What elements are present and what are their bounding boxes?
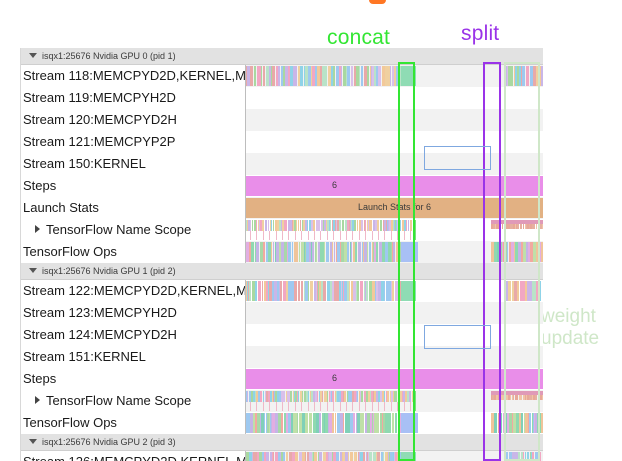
trace-row[interactable]: Stream 150:KERNELncclAllRed...: [21, 153, 543, 175]
trace-row-label[interactable]: Stream 123:MEMCPYH2D: [21, 302, 246, 324]
annotation-concat: concat: [327, 26, 391, 49]
chevron-down-icon[interactable]: [29, 439, 37, 444]
steps-bar-label: 6: [331, 373, 337, 383]
row-track[interactable]: [246, 390, 543, 412]
group-header-gpu-1[interactable]: isqx1:25676 Nvidia GPU 1 (pid 2): [21, 263, 543, 280]
chevron-down-icon[interactable]: [29, 268, 37, 273]
trace-row-label[interactable]: TensorFlow Name Scope: [21, 219, 246, 241]
chevron-down-icon[interactable]: [29, 53, 37, 58]
launch-stats-bar-label: Launch Stats for 6: [357, 202, 432, 212]
trace-row[interactable]: Stream 151:KERNELncclAllRed...: [21, 346, 543, 368]
group-header-label: isqx1:25676 Nvidia GPU 0 (pid 1): [42, 51, 176, 61]
trace-row-label[interactable]: Steps: [21, 175, 246, 197]
row-track[interactable]: [246, 324, 543, 346]
row-track[interactable]: Launch Stats for 6: [246, 197, 543, 219]
trace-row[interactable]: Stream 126:MEMCPYD2D,KERNEL,MI: [21, 451, 543, 461]
trace-row[interactable]: Stream 122:MEMCPYD2D,KERNEL,MI: [21, 280, 543, 302]
trace-row[interactable]: Steps 6: [21, 175, 543, 197]
trace-row[interactable]: Stream 121:MEMCPYP2P: [21, 131, 543, 153]
trace-row-label[interactable]: Stream 150:KERNEL: [21, 153, 246, 175]
trace-row-label[interactable]: Stream 119:MEMCPYH2D: [21, 87, 246, 109]
row-track[interactable]: 6: [246, 175, 543, 197]
row-track[interactable]: [246, 87, 543, 109]
row-track[interactable]: [246, 65, 543, 87]
trace-row-label-text: TensorFlow Name Scope: [46, 222, 192, 237]
row-track[interactable]: [246, 109, 543, 131]
trace-row-label[interactable]: Steps: [21, 368, 246, 390]
trace-viewer-panel[interactable]: isqx1:25676 Nvidia GPU 0 (pid 1) Stream 1…: [20, 48, 543, 461]
trace-row-label[interactable]: Stream 151:KERNEL: [21, 346, 246, 368]
annotation-weight-update-line1: weight: [541, 306, 596, 327]
chevron-right-icon[interactable]: [35, 396, 40, 404]
row-track[interactable]: 6: [246, 368, 543, 390]
trace-row[interactable]: Stream 124:MEMCPYD2H: [21, 324, 543, 346]
trace-row-label[interactable]: TensorFlow Name Scope: [21, 390, 246, 412]
steps-bar[interactable]: [246, 176, 543, 196]
trace-row[interactable]: TensorFlow Name Scope: [21, 390, 543, 412]
row-track[interactable]: ncclAllRed...: [246, 346, 543, 368]
row-track[interactable]: [246, 131, 543, 153]
steps-bar[interactable]: [246, 369, 543, 389]
trace-row[interactable]: Stream 120:MEMCPYD2H: [21, 109, 543, 131]
row-track[interactable]: [246, 280, 543, 302]
trace-row[interactable]: Stream 118:MEMCPYD2D,KERNEL,ME: [21, 65, 543, 87]
row-track[interactable]: ncclAllRed...: [246, 153, 543, 175]
trace-row[interactable]: Launch Stats Launch Stats for 6: [21, 197, 543, 219]
annotation-weight-update: weight update: [541, 306, 599, 350]
row-track[interactable]: [246, 241, 543, 263]
trace-row-label[interactable]: Stream 120:MEMCPYD2H: [21, 109, 246, 131]
group-header-label: isqx1:25676 Nvidia GPU 2 (pid 3): [42, 437, 176, 447]
group-header-gpu-0[interactable]: isqx1:25676 Nvidia GPU 0 (pid 1): [21, 48, 543, 65]
trace-row[interactable]: TensorFlow Ops: [21, 412, 543, 434]
chevron-right-icon[interactable]: [35, 225, 40, 233]
annotation-weight-update-line2: update: [541, 328, 600, 349]
trace-row-label[interactable]: Stream 124:MEMCPYD2H: [21, 324, 246, 346]
trace-row[interactable]: Stream 123:MEMCPYH2D: [21, 302, 543, 324]
annotation-split: split: [461, 22, 500, 45]
trace-row[interactable]: Stream 119:MEMCPYH2D: [21, 87, 543, 109]
row-track[interactable]: [246, 219, 543, 241]
trace-row[interactable]: TensorFlow Name Scope: [21, 219, 543, 241]
trace-row-label[interactable]: Stream 118:MEMCPYD2D,KERNEL,ME: [21, 65, 246, 87]
trace-row[interactable]: Steps 6: [21, 368, 543, 390]
trace-row-label[interactable]: Stream 122:MEMCPYD2D,KERNEL,MI: [21, 280, 246, 302]
row-track[interactable]: [246, 451, 543, 461]
trace-row-label[interactable]: TensorFlow Ops: [21, 412, 246, 434]
trace-row[interactable]: TensorFlow Ops: [21, 241, 543, 263]
trace-row-label[interactable]: Stream 126:MEMCPYD2D,KERNEL,MI: [21, 451, 246, 461]
orange-marker-fragment: [369, 0, 386, 4]
trace-row-label[interactable]: Stream 121:MEMCPYP2P: [21, 131, 246, 153]
row-track[interactable]: [246, 302, 543, 324]
row-track[interactable]: [246, 412, 543, 434]
trace-row-label[interactable]: TensorFlow Ops: [21, 241, 246, 263]
trace-row-label-text: TensorFlow Name Scope: [46, 393, 192, 408]
group-header-label: isqx1:25676 Nvidia GPU 1 (pid 2): [42, 266, 176, 276]
steps-bar-label: 6: [331, 180, 337, 190]
trace-row-label[interactable]: Launch Stats: [21, 197, 246, 219]
launch-stats-bar[interactable]: [246, 198, 543, 218]
group-header-gpu-2[interactable]: isqx1:25676 Nvidia GPU 2 (pid 3): [21, 434, 543, 451]
